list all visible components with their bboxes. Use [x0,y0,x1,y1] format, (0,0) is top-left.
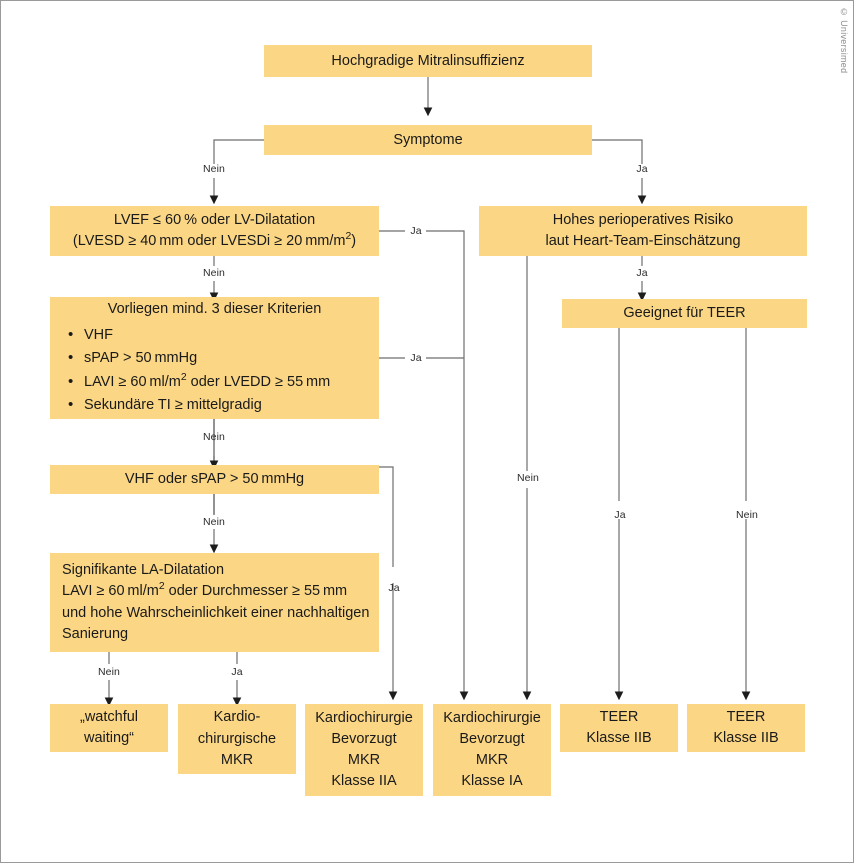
node-lvef-line2-b: ) [351,233,357,249]
list-item-part-a: LAVI ≥ 60 ml/m [84,373,181,390]
edge-label-risk-nein: Nein [517,472,539,484]
edge-label-criteria-nein: Nein [203,431,225,443]
list-item: VHF [62,323,367,348]
node-teer-iib-2-line2: Klasse IIB [713,730,779,746]
list-item: sPAP > 50 mmHg [62,346,367,371]
list-item-sup: 2 [180,371,187,383]
edge-label-la-nein: Nein [98,666,120,678]
edge-label-symptome-ja: Ja [636,163,648,175]
node-la-line2: LAVI ≥ 60 ml/m2 oder Durchmesser ≥ 55 mm [62,581,347,602]
edge-label-la-ja: Ja [231,666,243,678]
node-vhf-spap-label: VHF oder sPAP > 50 mmHg [124,471,305,487]
node-teer-klasse-iib-1: TEER Klasse IIB [560,704,678,752]
node-la-dilatation: Signifikante LA-Dilatation LAVI ≥ 60 ml/… [50,553,379,652]
node-lvef-line2-sup: 2 [345,231,352,243]
node-kardio-mkr-line3: MKR [220,751,254,768]
copyright-notice: © Universimed [839,7,849,74]
node-vhf-spap: VHF oder sPAP > 50 mmHg [50,465,379,494]
node-root-label: Hochgradige Mitralinsuffizienz [331,52,525,69]
edge-label-teer-nein: Nein [736,509,758,521]
edge-label-lvef-nein: Nein [203,267,225,279]
node-watchful-line2: waiting“ [84,730,134,746]
node-kardio-iia-line3: MKR [347,752,381,768]
edge-label-vhf-nein: Nein [203,516,225,528]
node-kardio-ia-line3: MKR [475,752,509,768]
node-criteria-title: Vorliegen mind. 3 dieser Kriterien [107,300,322,317]
edge-label-vhf-ja: Ja [388,582,400,594]
node-kardio-ia-line4: Klasse IA [461,773,523,790]
node-teer-iib-1-line1: TEER [599,708,639,725]
node-la-line2-a: LAVI ≥ 60 ml/m [62,583,159,600]
node-la-line4: Sanierung [62,625,129,642]
node-lvef-line1: LVEF ≤ 60 % oder LV-Dilatation [113,211,316,228]
node-kardio-iia-line2: Bevorzugt [331,730,397,747]
node-teer-iib-1-line2: Klasse IIB [586,730,652,746]
node-teer-suitable: Geeignet für TEER [562,299,807,328]
list-item: LAVI ≥ 60 ml/m2 oder LVEDD ≥ 55 mm [62,369,367,394]
node-root: Hochgradige Mitralinsuffizienz [264,45,592,77]
edge-label-lvef-ja: Ja [410,225,422,237]
node-symptome-label: Symptome [393,131,463,148]
node-kardiochirurgie-klasse-ia: Kardiochirurgie Bevorzugt MKR Klasse IA [433,704,551,796]
node-kardiochirurgie-klasse-iia: Kardiochirurgie Bevorzugt MKR Klasse IIA [305,704,423,796]
criteria-list: VHF sPAP > 50 mmHg LAVI ≥ 60 ml/m2 oder … [62,323,367,418]
node-risk-line2: laut Heart-Team-Einschätzung [545,233,741,249]
edge-label-criteria-ja: Ja [410,352,422,364]
node-kardio-ia-line2: Bevorzugt [459,730,525,747]
node-lvef: LVEF ≤ 60 % oder LV-Dilatation (LVESD ≥ … [50,206,379,256]
node-teer-iib-2-line1: TEER [726,708,766,725]
node-kardio-ia-line1: Kardiochirurgie [443,709,541,726]
node-kardio-mkr-line1: Kardio- [213,709,261,726]
node-teer-klasse-iib-2: TEER Klasse IIB [687,704,805,752]
list-item: Sekundäre TI ≥ mittelgradig [62,393,367,418]
node-teer-suitable-label: Geeignet für TEER [623,305,746,321]
node-kardiochirurgische-mkr: Kardio- chirurgische MKR [178,704,296,774]
node-risk-line1: Hohes perioperatives Risiko [552,211,734,228]
node-lvef-line2-a: (LVESD ≥ 40 mm oder LVESDi ≥ 20 mm/m [72,233,346,249]
edge-label-symptome-nein: Nein [203,163,225,175]
node-kardio-iia-line1: Kardiochirurgie [315,709,413,726]
edge-label-risk-ja: Ja [636,267,648,279]
node-watchful-line1: „watchful [79,708,139,725]
node-la-line2-sup: 2 [158,581,165,593]
edge-label-teer-ja: Ja [614,509,626,521]
node-perioperative-risk: Hohes perioperatives Risiko laut Heart-T… [479,206,807,256]
node-lvef-line2: (LVESD ≥ 40 mm oder LVESDi ≥ 20 mm/m2) [73,231,356,252]
node-symptome: Symptome [264,125,592,155]
node-kardio-mkr-line2: chirurgische [197,730,277,747]
node-watchful-waiting: „watchful waiting“ [50,704,168,752]
node-criteria: Vorliegen mind. 3 dieser Kriterien VHF s… [50,297,379,419]
list-item-part-b: oder LVEDD ≥ 55 mm [186,373,331,390]
node-kardio-iia-line4: Klasse IIA [331,773,397,790]
node-la-line2-b: oder Durchmesser ≥ 55 mm [164,583,348,600]
node-la-line3: und hohe Wahrscheinlichkeit einer nachha… [62,604,370,621]
node-la-line1: Signifikante LA-Dilatation [62,562,225,579]
